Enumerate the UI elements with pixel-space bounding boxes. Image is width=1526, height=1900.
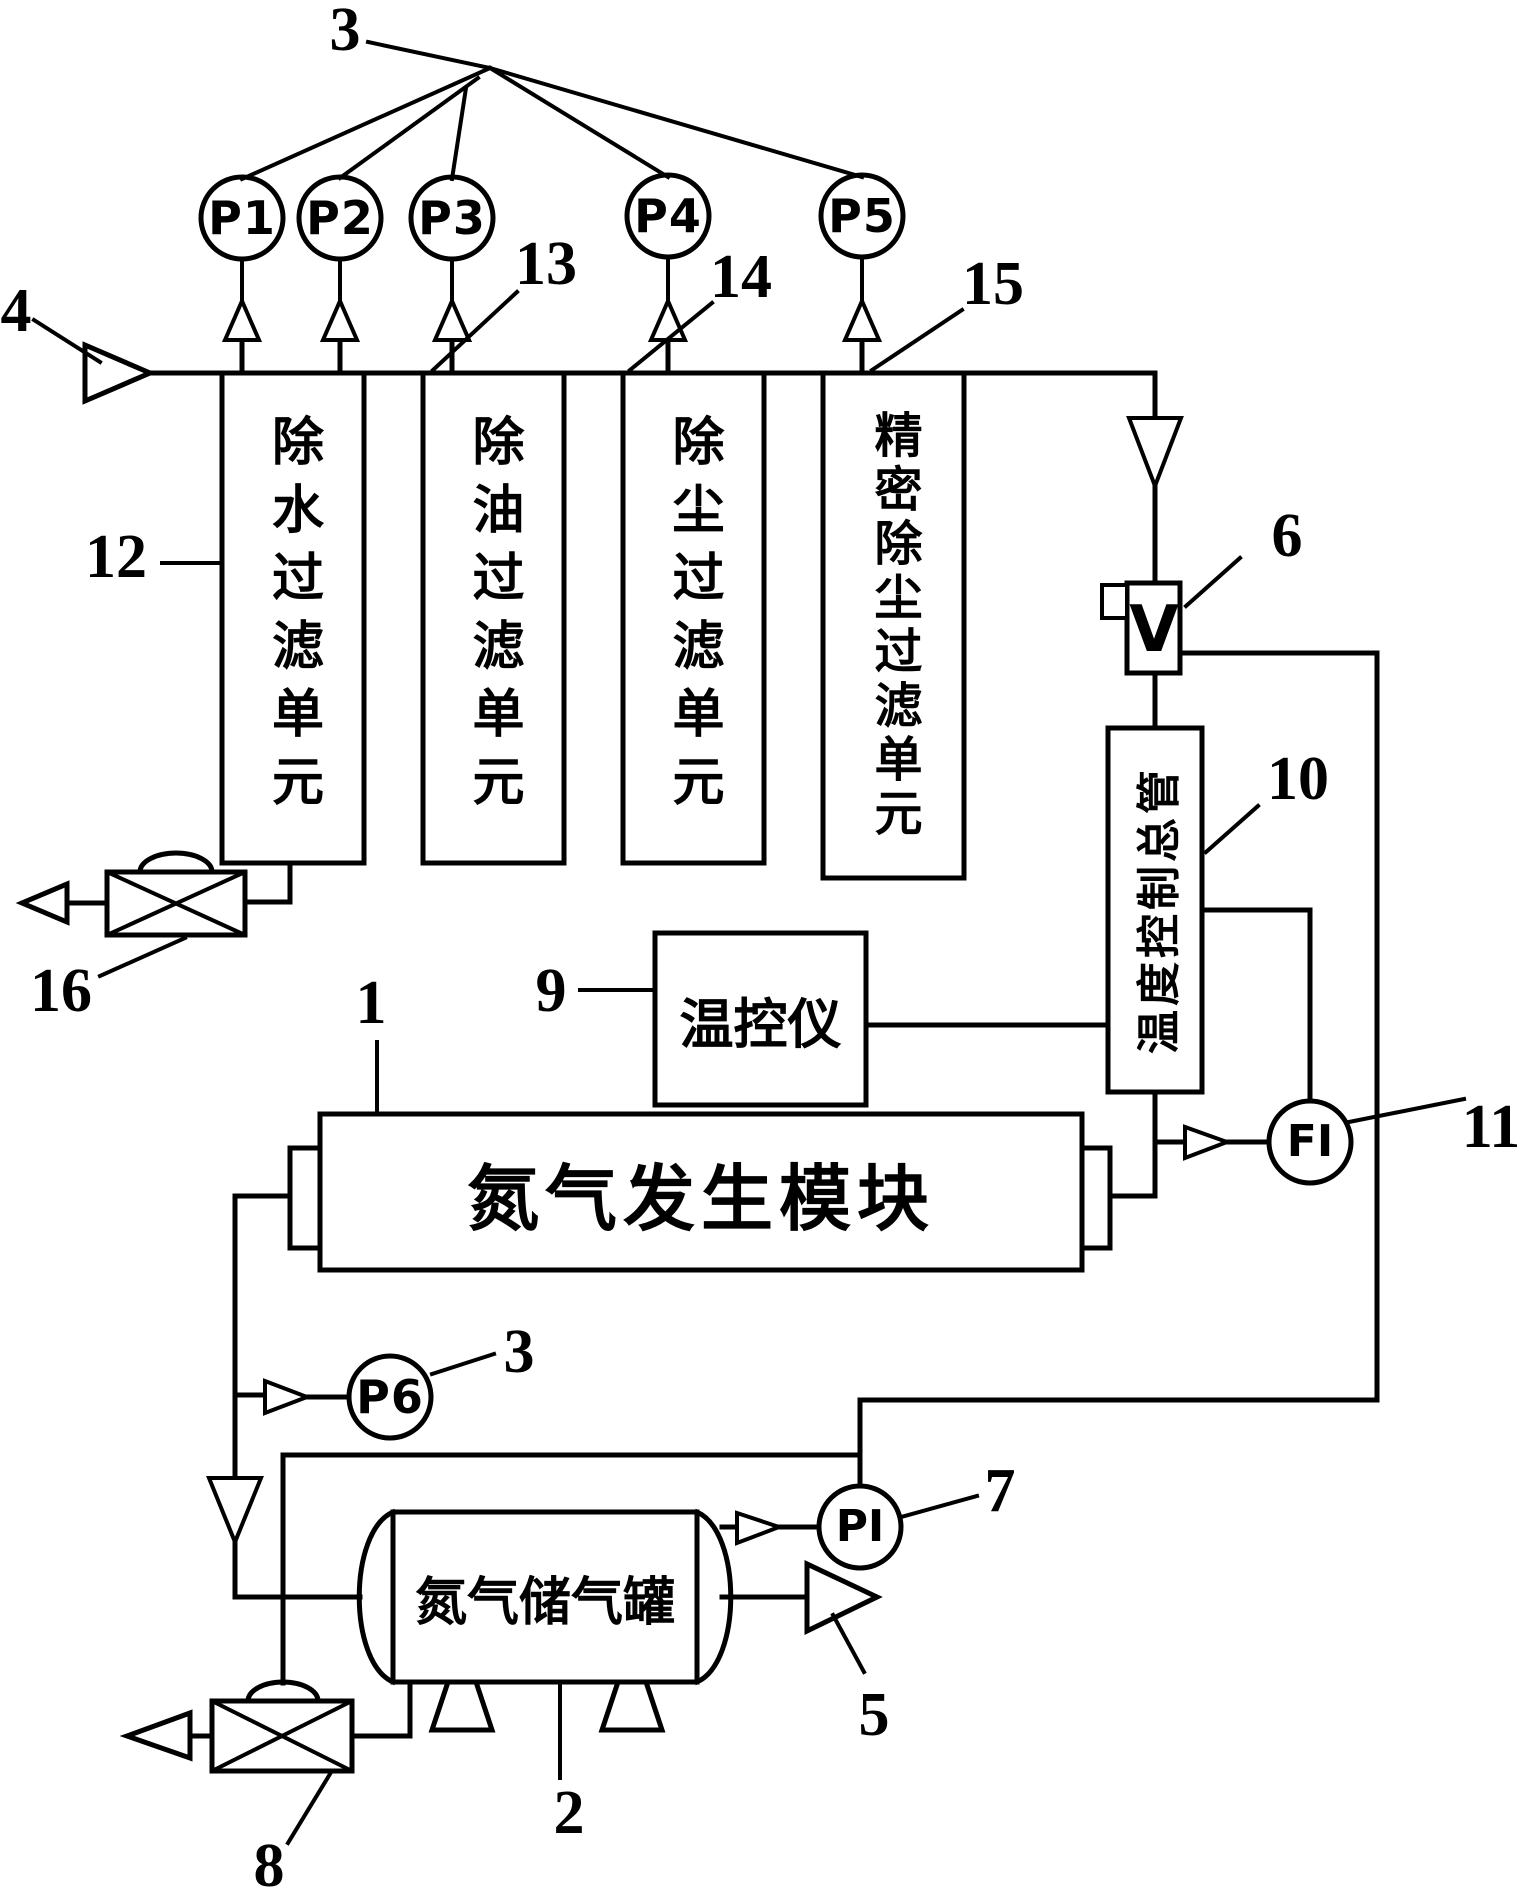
gauge-p5-assembly: [818, 172, 906, 376]
ref-12: 12: [85, 523, 147, 591]
label3-fan-lines: [239, 39, 865, 182]
heated-pipe-box: [1105, 725, 1205, 1095]
dust-filter-box: [620, 370, 767, 866]
ref-14: 14: [710, 243, 772, 311]
v-valve-body: [1124, 580, 1183, 676]
right-column-line: [1100, 416, 1380, 1199]
ref-2: 2: [553, 1779, 585, 1847]
ref-6: 6: [1271, 502, 1303, 570]
oil-filter-box: [420, 370, 567, 866]
gauge-p2-label: P2: [306, 191, 374, 245]
gauge-p6-circle: [346, 1353, 434, 1441]
inlet-arrow: [82, 341, 157, 405]
ref-4: 4: [0, 277, 32, 345]
temp-controller-label: 温控仪: [679, 992, 842, 1056]
filter-drain-valve: [15, 850, 293, 979]
ref-3-top: 3: [329, 0, 361, 64]
ref-5: 5: [858, 1681, 890, 1749]
nitrogen-module: [287, 1040, 1113, 1273]
heated-pipe-label: 温度控制总管: [1134, 766, 1185, 1054]
ref-7: 7: [984, 1457, 1016, 1525]
gauge-p5-label: P5: [828, 189, 896, 243]
product-outlet: [719, 1560, 883, 1675]
gauge-p4-label: P4: [634, 189, 702, 243]
gauge-p3-assembly: [408, 174, 496, 376]
gauge-p1-label: P1: [208, 191, 276, 245]
nitrogen-module-label: 氮气发生模块: [466, 1156, 935, 1241]
pi-label: PI: [835, 1501, 885, 1552]
pi-circle: [816, 1483, 904, 1571]
water-filter-label: 除水过滤单元: [262, 414, 323, 822]
v-valve-tab: [1100, 583, 1129, 620]
ref-10: 10: [1267, 745, 1329, 813]
ref-11: 11: [1461, 1093, 1521, 1161]
v-valve-label: V: [1129, 593, 1179, 667]
oil-filter-label: 除油过滤单元: [463, 414, 523, 822]
fi-label: FI: [1286, 1116, 1334, 1167]
ref-16: 16: [30, 957, 92, 1025]
precision-filter-box: [820, 370, 967, 881]
ref-1: 1: [355, 969, 387, 1037]
dust-filter-label: 除尘过滤单元: [663, 414, 723, 822]
ref-3-p6: 3: [503, 1318, 535, 1386]
ref-9: 9: [535, 957, 567, 1025]
ref-8: 8: [253, 1832, 285, 1900]
pi-gauge-branch: [719, 1483, 980, 1571]
temp-controller: [578, 930, 1111, 1108]
nitrogen-tank-label: 氮气储气罐: [414, 1572, 675, 1633]
water-filter-box: [219, 370, 367, 866]
leader-lines-top: [31, 289, 965, 565]
gauge-p6-label: P6: [356, 1370, 424, 1424]
precision-filter-label: 精密除尘过滤单元: [865, 409, 922, 842]
ref-15: 15: [962, 250, 1024, 318]
tank-drain-valve: [119, 1452, 413, 1846]
flow-indicator-branch: [1152, 907, 1467, 1186]
gauge-p3-label: P3: [418, 191, 486, 245]
ref-13: 13: [515, 230, 577, 298]
gauge-p1-assembly: [198, 174, 286, 376]
module-left-piping: [206, 1193, 497, 1600]
return-lines: [280, 650, 1380, 1489]
